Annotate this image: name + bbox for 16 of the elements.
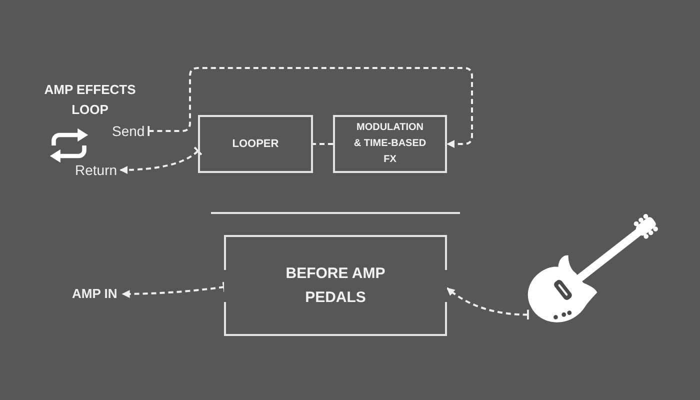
pedal-box — [198, 115, 313, 173]
section-heading: AMP EFFECTS LOOP — [43, 81, 137, 119]
dashed-line — [313, 143, 333, 145]
box-label: BEFORE AMP PEDALS — [284, 264, 386, 308]
dashed-arrow — [120, 146, 202, 174]
pedal-box — [224, 235, 447, 336]
port-label: Return — [75, 162, 118, 178]
port-label: Send — [112, 123, 145, 139]
pedal-box — [333, 115, 447, 173]
dashed-arrow — [446, 287, 530, 320]
box-label: LOOPER — [232, 137, 279, 152]
dashed-arrow — [148, 67, 473, 148]
guitar-illustration — [528, 214, 658, 323]
box-label: MODULATION & TIME-BASED FX — [352, 121, 428, 167]
port-label: AMP IN — [72, 286, 118, 302]
dashed-arrow — [122, 282, 226, 298]
